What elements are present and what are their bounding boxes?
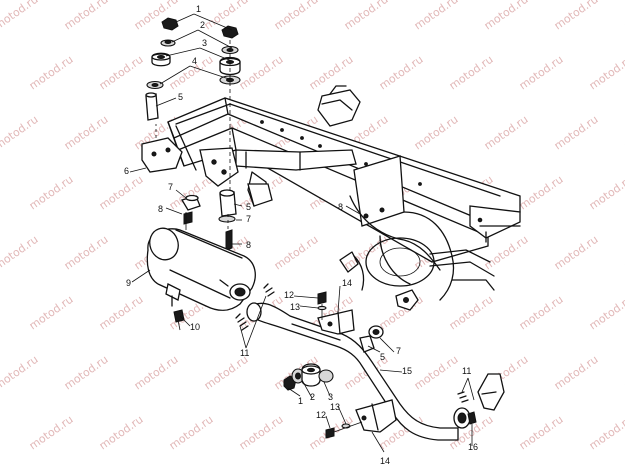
callout-7: 7 bbox=[396, 346, 401, 356]
watermark-text: motod.ru bbox=[552, 353, 601, 393]
watermark-text: motod.ru bbox=[27, 53, 76, 93]
callout-3: 3 bbox=[202, 38, 207, 48]
watermark-text: motod.ru bbox=[97, 413, 146, 453]
watermark-text: motod.ru bbox=[307, 53, 356, 93]
watermark-text: motod.ru bbox=[412, 0, 461, 32]
watermark-text: motod.ru bbox=[447, 293, 496, 333]
watermark-text: motod.ru bbox=[587, 173, 625, 213]
right-stack bbox=[219, 25, 241, 200]
callout-1: 1 bbox=[196, 4, 201, 14]
head-pipe bbox=[246, 302, 505, 441]
callout-12: 12 bbox=[316, 410, 326, 420]
watermark-text: motod.ru bbox=[517, 173, 566, 213]
callout-7: 7 bbox=[168, 182, 173, 192]
callout-10: 10 bbox=[190, 322, 200, 332]
watermark-text: motod.ru bbox=[342, 0, 391, 32]
callout-15: 15 bbox=[402, 366, 412, 376]
callout-7: 7 bbox=[246, 214, 251, 224]
watermark-text: motod.ru bbox=[552, 233, 601, 273]
watermark-text: motod.ru bbox=[552, 113, 601, 153]
callout-5: 5 bbox=[246, 202, 251, 212]
watermark-text: motod.ru bbox=[587, 53, 625, 93]
watermark-text: motod.ru bbox=[447, 53, 496, 93]
callout-13: 13 bbox=[290, 302, 300, 312]
watermark-text: motod.ru bbox=[62, 113, 111, 153]
watermark-text: motod.ru bbox=[167, 413, 216, 453]
watermark-text: motod.ru bbox=[272, 233, 321, 273]
callout-11: 11 bbox=[462, 366, 471, 376]
watermark-text: motod.ru bbox=[62, 353, 111, 393]
watermark-text: motod.ru bbox=[27, 413, 76, 453]
callout-13: 13 bbox=[330, 402, 340, 412]
callout-8: 8 bbox=[338, 202, 343, 212]
watermark-text: motod.ru bbox=[97, 173, 146, 213]
callout-16: 16 bbox=[468, 442, 478, 452]
watermark-text: motod.ru bbox=[0, 0, 41, 32]
watermark-text: motod.ru bbox=[517, 293, 566, 333]
callout-14: 14 bbox=[380, 456, 390, 466]
watermark-text: motod.ru bbox=[482, 113, 531, 153]
watermark-text: motod.ru bbox=[517, 53, 566, 93]
callout-4: 4 bbox=[192, 56, 197, 66]
upper-mount-stack bbox=[141, 17, 241, 200]
callout-2: 2 bbox=[200, 20, 205, 30]
lower-mount bbox=[283, 363, 397, 439]
middle-mount bbox=[181, 189, 237, 251]
callout-12: 12 bbox=[284, 290, 294, 300]
watermark-text: motod.ru bbox=[62, 233, 111, 273]
watermark-text: motod.ru bbox=[552, 0, 601, 32]
callout-3: 3 bbox=[328, 392, 333, 402]
watermark-text: motod.ru bbox=[27, 293, 76, 333]
callout-5: 5 bbox=[178, 92, 183, 102]
watermark-text: motod.ru bbox=[482, 0, 531, 32]
watermark-text: motod.ru bbox=[132, 353, 181, 393]
callout-6: 6 bbox=[124, 166, 129, 176]
watermark-text: motod.ru bbox=[272, 0, 321, 32]
left-stack bbox=[145, 17, 179, 121]
watermark-text: motod.ru bbox=[97, 293, 146, 333]
callout-5: 5 bbox=[380, 352, 385, 362]
watermark-text: motod.ru bbox=[27, 173, 76, 213]
watermark-text: motod.ru bbox=[587, 413, 625, 453]
callout-1: 1 bbox=[298, 396, 303, 406]
callout-8: 8 bbox=[246, 240, 251, 250]
watermark-text: motod.ru bbox=[0, 113, 41, 153]
watermark-text: motod.ru bbox=[62, 0, 111, 32]
callout-11: 11 bbox=[240, 348, 249, 358]
callout-14: 14 bbox=[342, 278, 352, 288]
watermark-text: motod.ru bbox=[0, 233, 41, 273]
watermark-text: motod.ru bbox=[237, 53, 286, 93]
upper-bracket-14 bbox=[317, 291, 384, 353]
callout-8: 8 bbox=[158, 204, 163, 214]
leader-lines bbox=[129, 13, 475, 453]
muffler bbox=[146, 227, 275, 331]
callout-9: 9 bbox=[126, 278, 131, 288]
watermark-text: motod.ru bbox=[412, 113, 461, 153]
watermark-text: motod.ru bbox=[97, 53, 146, 93]
bracket-6 bbox=[141, 124, 183, 173]
watermark-text: motod.ru bbox=[482, 233, 531, 273]
watermark-text: motod.ru bbox=[202, 353, 251, 393]
callout-2: 2 bbox=[310, 392, 315, 402]
watermark-text: motod.ru bbox=[517, 413, 566, 453]
watermark-text: motod.ru bbox=[377, 53, 426, 93]
watermark-text: motod.ru bbox=[237, 413, 286, 453]
watermark-text: motod.ru bbox=[587, 293, 625, 333]
watermark-text: motod.ru bbox=[0, 353, 41, 393]
watermark-text: motod.ru bbox=[412, 353, 461, 393]
